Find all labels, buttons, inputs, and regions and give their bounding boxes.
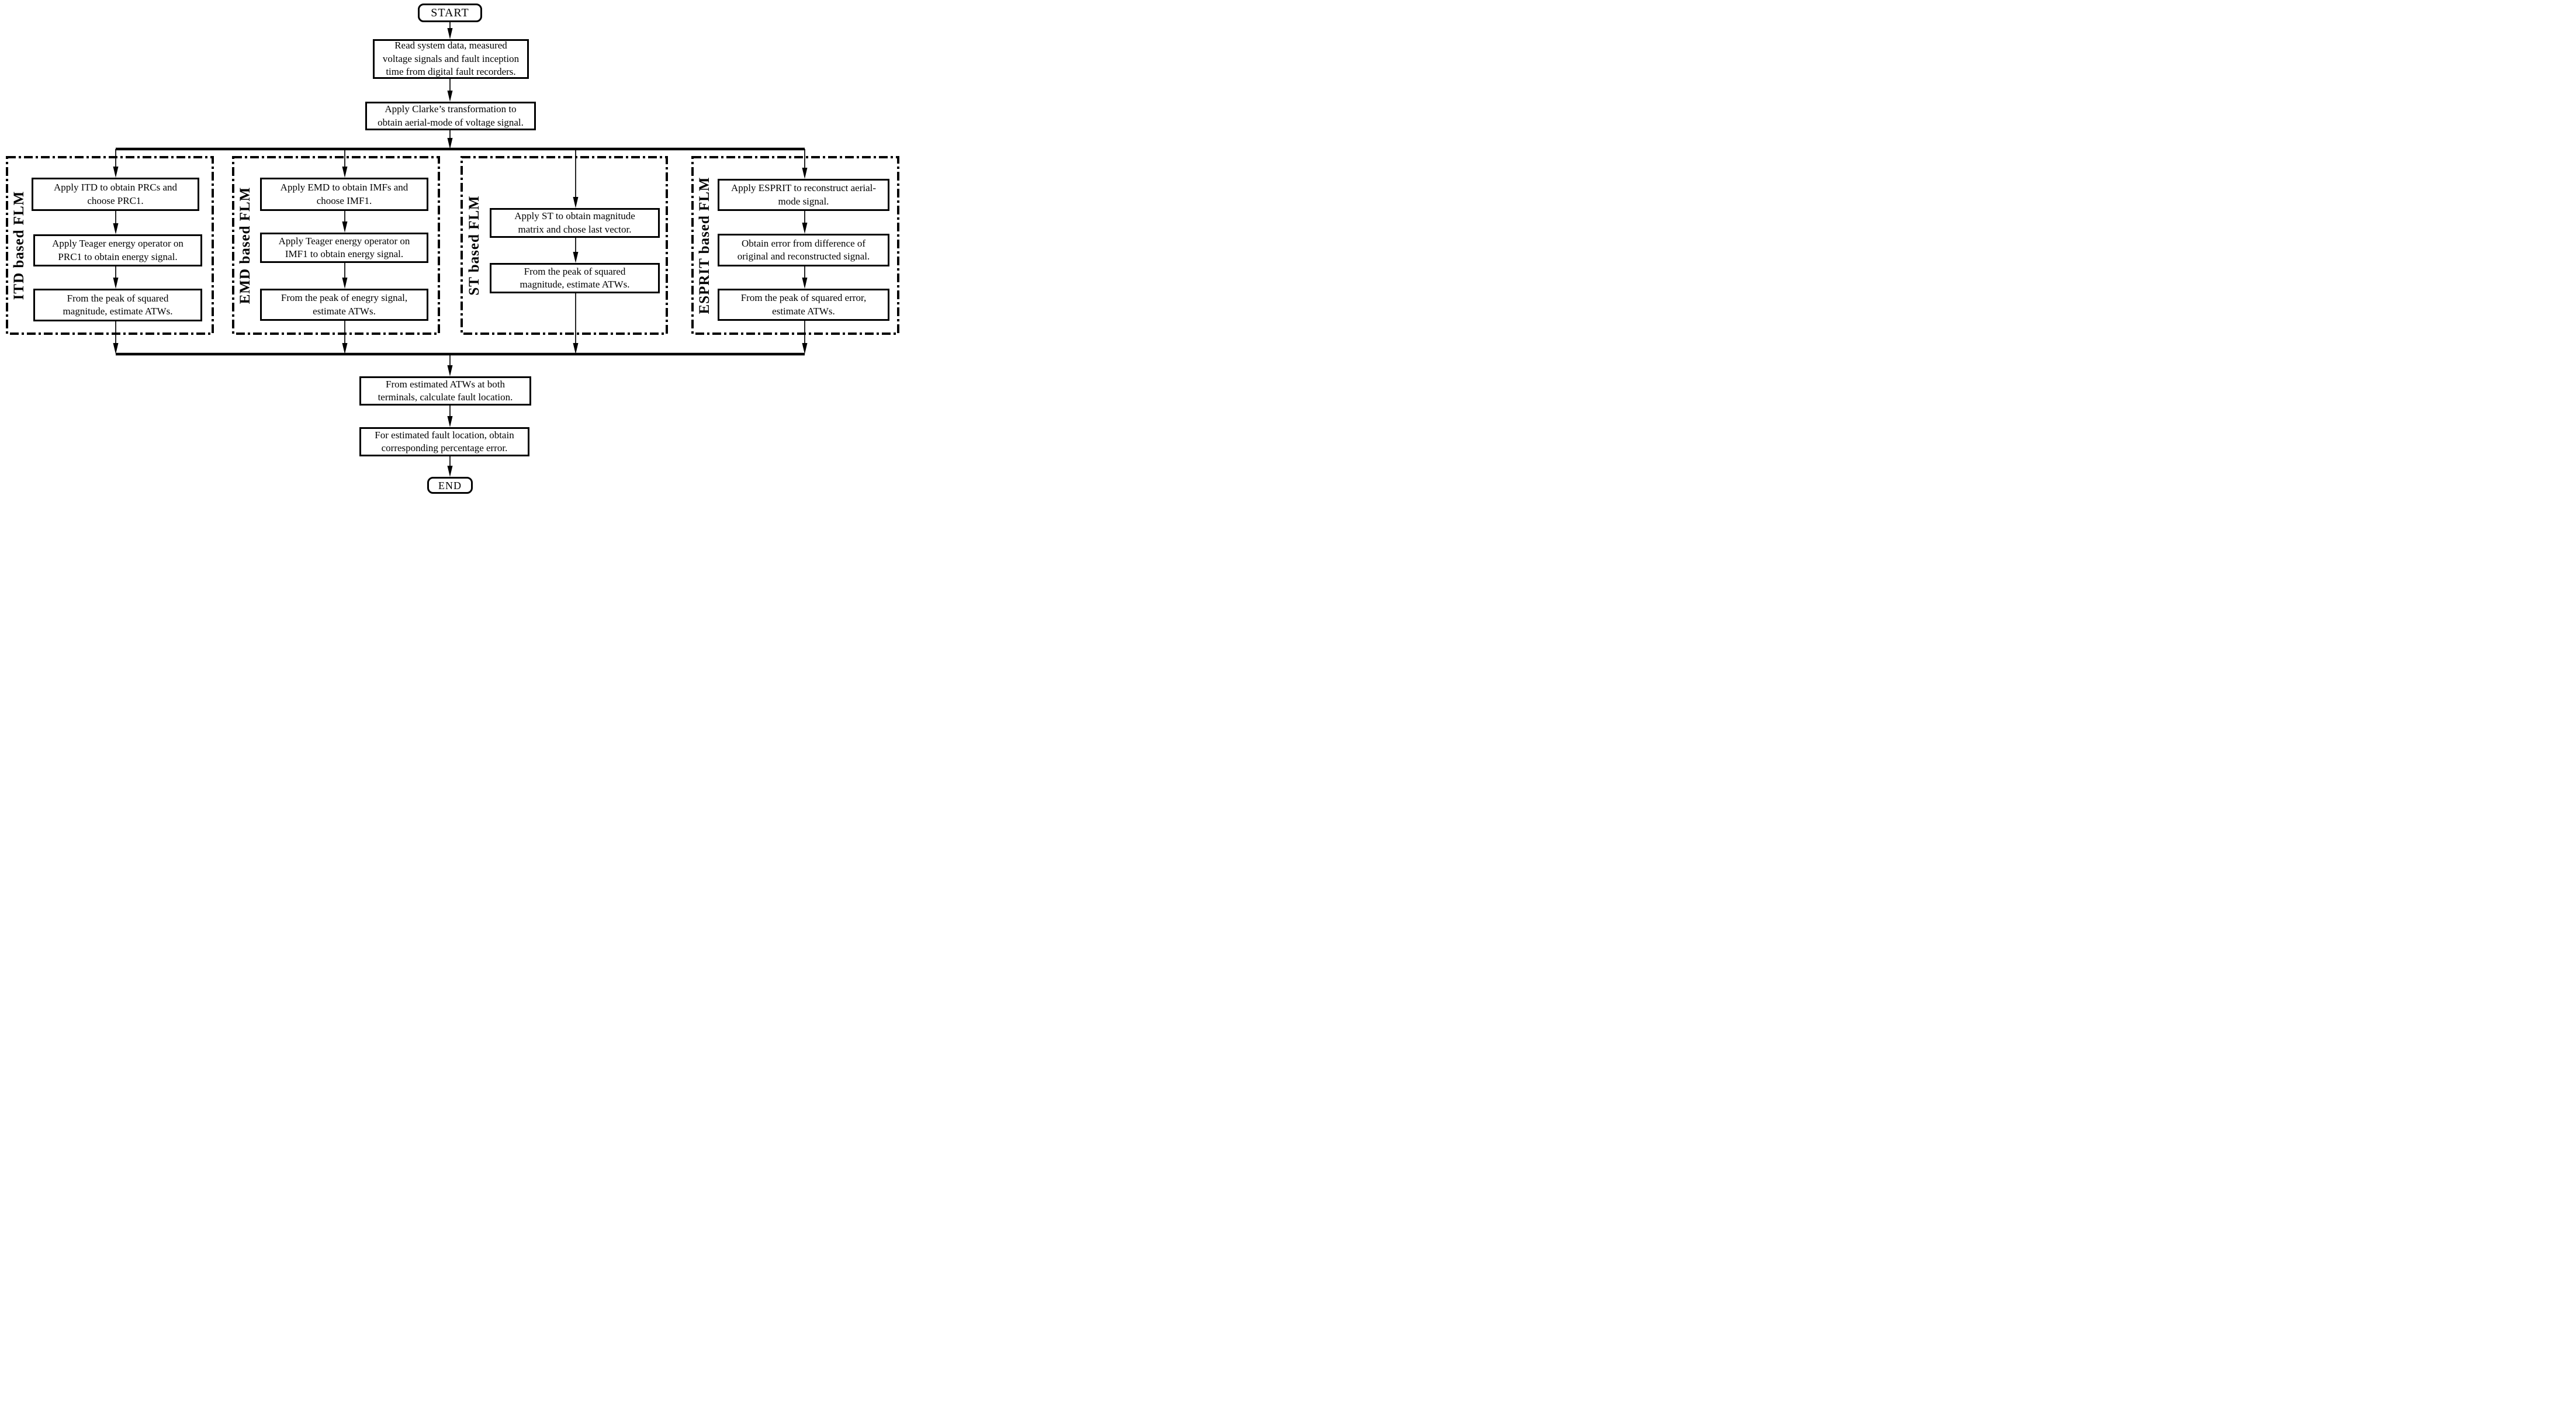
arrow-down-icon — [802, 278, 808, 289]
arrow-down-icon — [802, 343, 808, 354]
arrow-down-icon — [447, 91, 453, 102]
arrow-down-icon — [342, 167, 348, 178]
arrow-down-icon — [447, 365, 453, 376]
group-esprit-based-flm — [691, 156, 899, 335]
group-label-esprit: ESPRIT based FLM — [697, 176, 712, 314]
itd-step-3-node: From the peak of squared magnitude, esti… — [33, 289, 202, 321]
emd-step-1-node: Apply EMD to obtain IMFs and choose IMF1… — [260, 178, 428, 211]
group-st-based-flm — [461, 156, 668, 335]
arrow-down-icon — [447, 416, 453, 427]
st-step-1-node: Apply ST to obtain magnitude matrix and … — [490, 208, 660, 238]
arrow-down-icon — [573, 252, 579, 263]
arrow-down-icon — [802, 168, 808, 179]
group-itd-based-flm — [6, 156, 214, 335]
esprit-step-3-node: From the peak of squared error, estimate… — [718, 289, 889, 321]
arrow-down-icon — [447, 138, 453, 149]
itd-step-1-node: Apply ITD to obtain PRCs and choose PRC1… — [32, 178, 199, 211]
arrow-down-icon — [342, 278, 348, 289]
group-label-itd: ITD based FLM — [11, 191, 27, 300]
arrow-down-icon — [342, 343, 348, 354]
dash-dot-border — [461, 156, 668, 335]
group-label-st: ST based FLM — [466, 195, 482, 296]
st-step-2-node: From the peak of squared magnitude, esti… — [490, 263, 660, 293]
arrow-down-icon — [113, 167, 119, 178]
dash-dot-border — [6, 156, 214, 335]
clarke-transform-node: Apply Clarke’s transformation to obtain … — [365, 102, 536, 130]
arrow-down-icon — [573, 343, 579, 354]
flowchart-canvas: ITD based FLM EMD based FLM ST based FLM… — [0, 0, 901, 497]
arrow-down-icon — [342, 221, 348, 233]
arrow-down-icon — [802, 223, 808, 234]
group-label-emd: EMD based FLM — [237, 186, 253, 304]
read-data-node: Read system data, measured voltage signa… — [373, 39, 529, 79]
arrow-down-icon — [113, 343, 119, 354]
esprit-step-2-node: Obtain error from difference of original… — [718, 234, 889, 266]
esprit-step-1-node: Apply ESPRIT to reconstruct aerial- mode… — [718, 179, 889, 211]
start-node: START — [418, 4, 482, 22]
arrow-down-icon — [113, 223, 119, 234]
arrow-down-icon — [447, 466, 453, 477]
arrow-down-icon — [573, 197, 579, 208]
arrow-down-icon — [113, 278, 119, 289]
dash-dot-border — [691, 156, 899, 335]
arrow-down-icon — [447, 28, 453, 39]
end-node: END — [427, 477, 473, 494]
itd-step-2-node: Apply Teager energy operator on PRC1 to … — [33, 234, 202, 266]
dash-dot-border — [232, 156, 440, 335]
calculate-fault-location-node: From estimated ATWs at both terminals, c… — [359, 376, 531, 406]
emd-step-3-node: From the peak of enegry signal, estimate… — [260, 289, 428, 321]
group-emd-based-flm — [232, 156, 440, 335]
emd-step-2-node: Apply Teager energy operator on IMF1 to … — [260, 233, 428, 263]
percentage-error-node: For estimated fault location, obtain cor… — [359, 427, 529, 456]
